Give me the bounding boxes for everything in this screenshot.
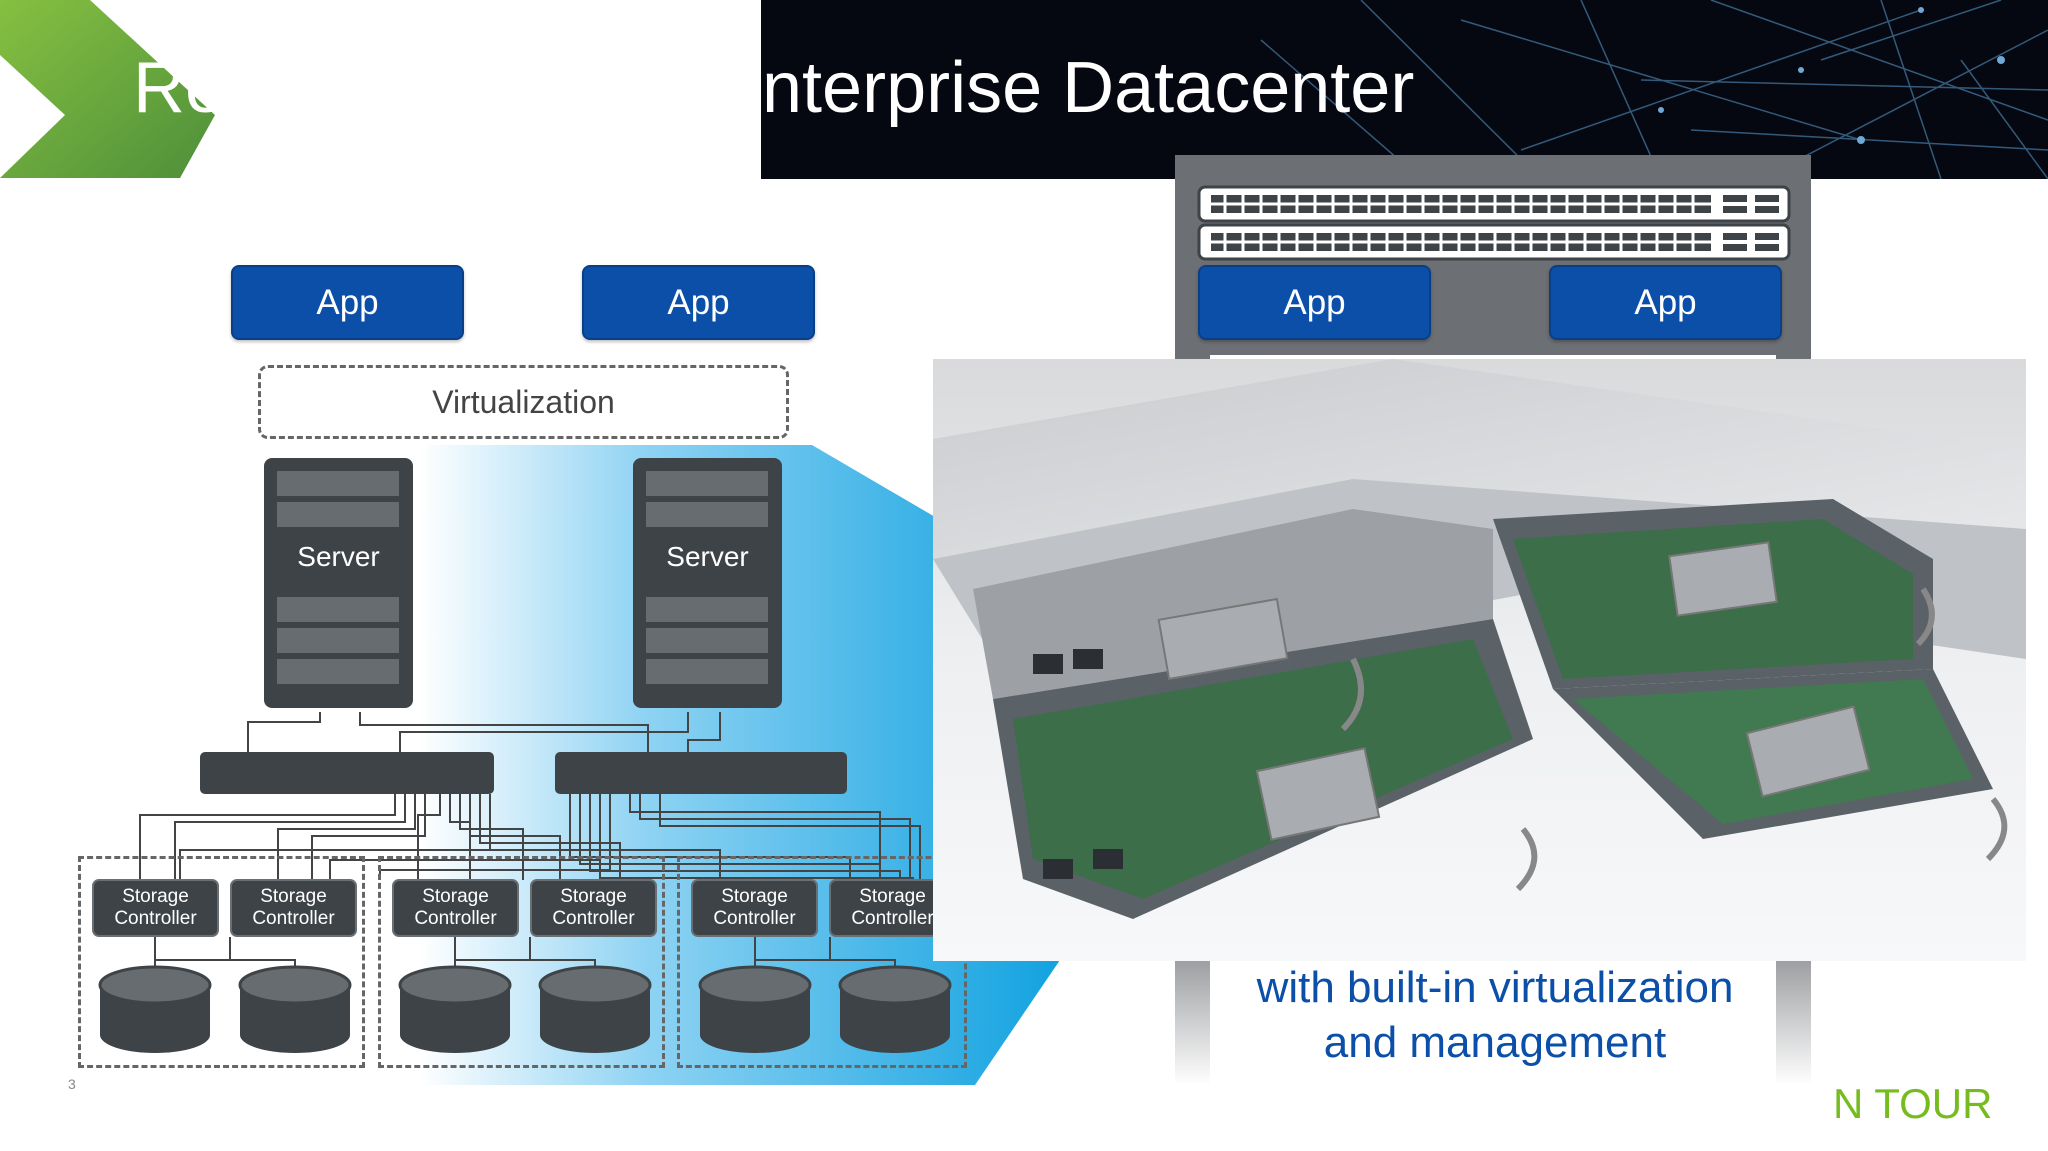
disk-icon [538,965,652,1053]
network-switch-2 [555,752,847,794]
controller-label-line1: Storage [721,886,788,907]
controller-label-line2: Controller [414,908,497,929]
app-box-3: App [1198,265,1431,340]
slide-title: nterprise Datacenter [762,48,1415,128]
app-box-4: App [1549,265,1782,340]
storage-group-2 [378,856,665,1068]
controller-label-line1: Storage [560,886,627,907]
header-banner [761,0,2048,179]
controller-label-line2: Controller [713,908,796,929]
disk-icon [398,965,512,1053]
disk-icon [698,965,812,1053]
controller-label-line1: Storage [122,886,189,907]
disk-icon [98,965,212,1053]
page-number: 3 [68,1076,76,1092]
footer-brand: N TOUR [1833,1080,1993,1127]
network-switch-1 [200,752,494,794]
server-2: Server [633,458,782,708]
storage-controller-5: Storage Controller [691,879,818,937]
storage-group-3 [677,856,967,1068]
storage-controller-1: Storage Controller [92,879,219,937]
virtualization-layer: Virtualization [258,365,789,439]
server-hardware-photo [933,359,2026,961]
slide-title-start: Re [133,52,213,124]
storage-controller-3: Storage Controller [392,879,519,937]
disk-icon [838,965,952,1053]
storage-group-1 [78,856,365,1068]
caption: with built-in virtualization and managem… [1160,960,1830,1070]
server-label: Server [666,541,749,572]
controller-label-line2: Controller [851,908,934,929]
caption-line-1: with built-in virtualization [1256,963,1734,1012]
server-label: Server [297,541,380,572]
controller-label-line2: Controller [114,908,197,929]
storage-controller-4: Storage Controller [530,879,657,937]
controller-label-line1: Storage [422,886,489,907]
storage-controller-2: Storage Controller [230,879,357,937]
controller-label-line2: Controller [252,908,335,929]
caption-line-2: and management [1323,1018,1667,1067]
controller-label-line2: Controller [552,908,635,929]
disk-icon [238,965,352,1053]
controller-label-line1: Storage [260,886,327,907]
controller-label-line1: Storage [859,886,926,907]
chevron-logo-icon [0,0,215,178]
server-1: Server [264,458,413,708]
network-pattern-icon [1260,0,2048,179]
app-box-2: App [582,265,815,340]
app-box-1: App [231,265,464,340]
